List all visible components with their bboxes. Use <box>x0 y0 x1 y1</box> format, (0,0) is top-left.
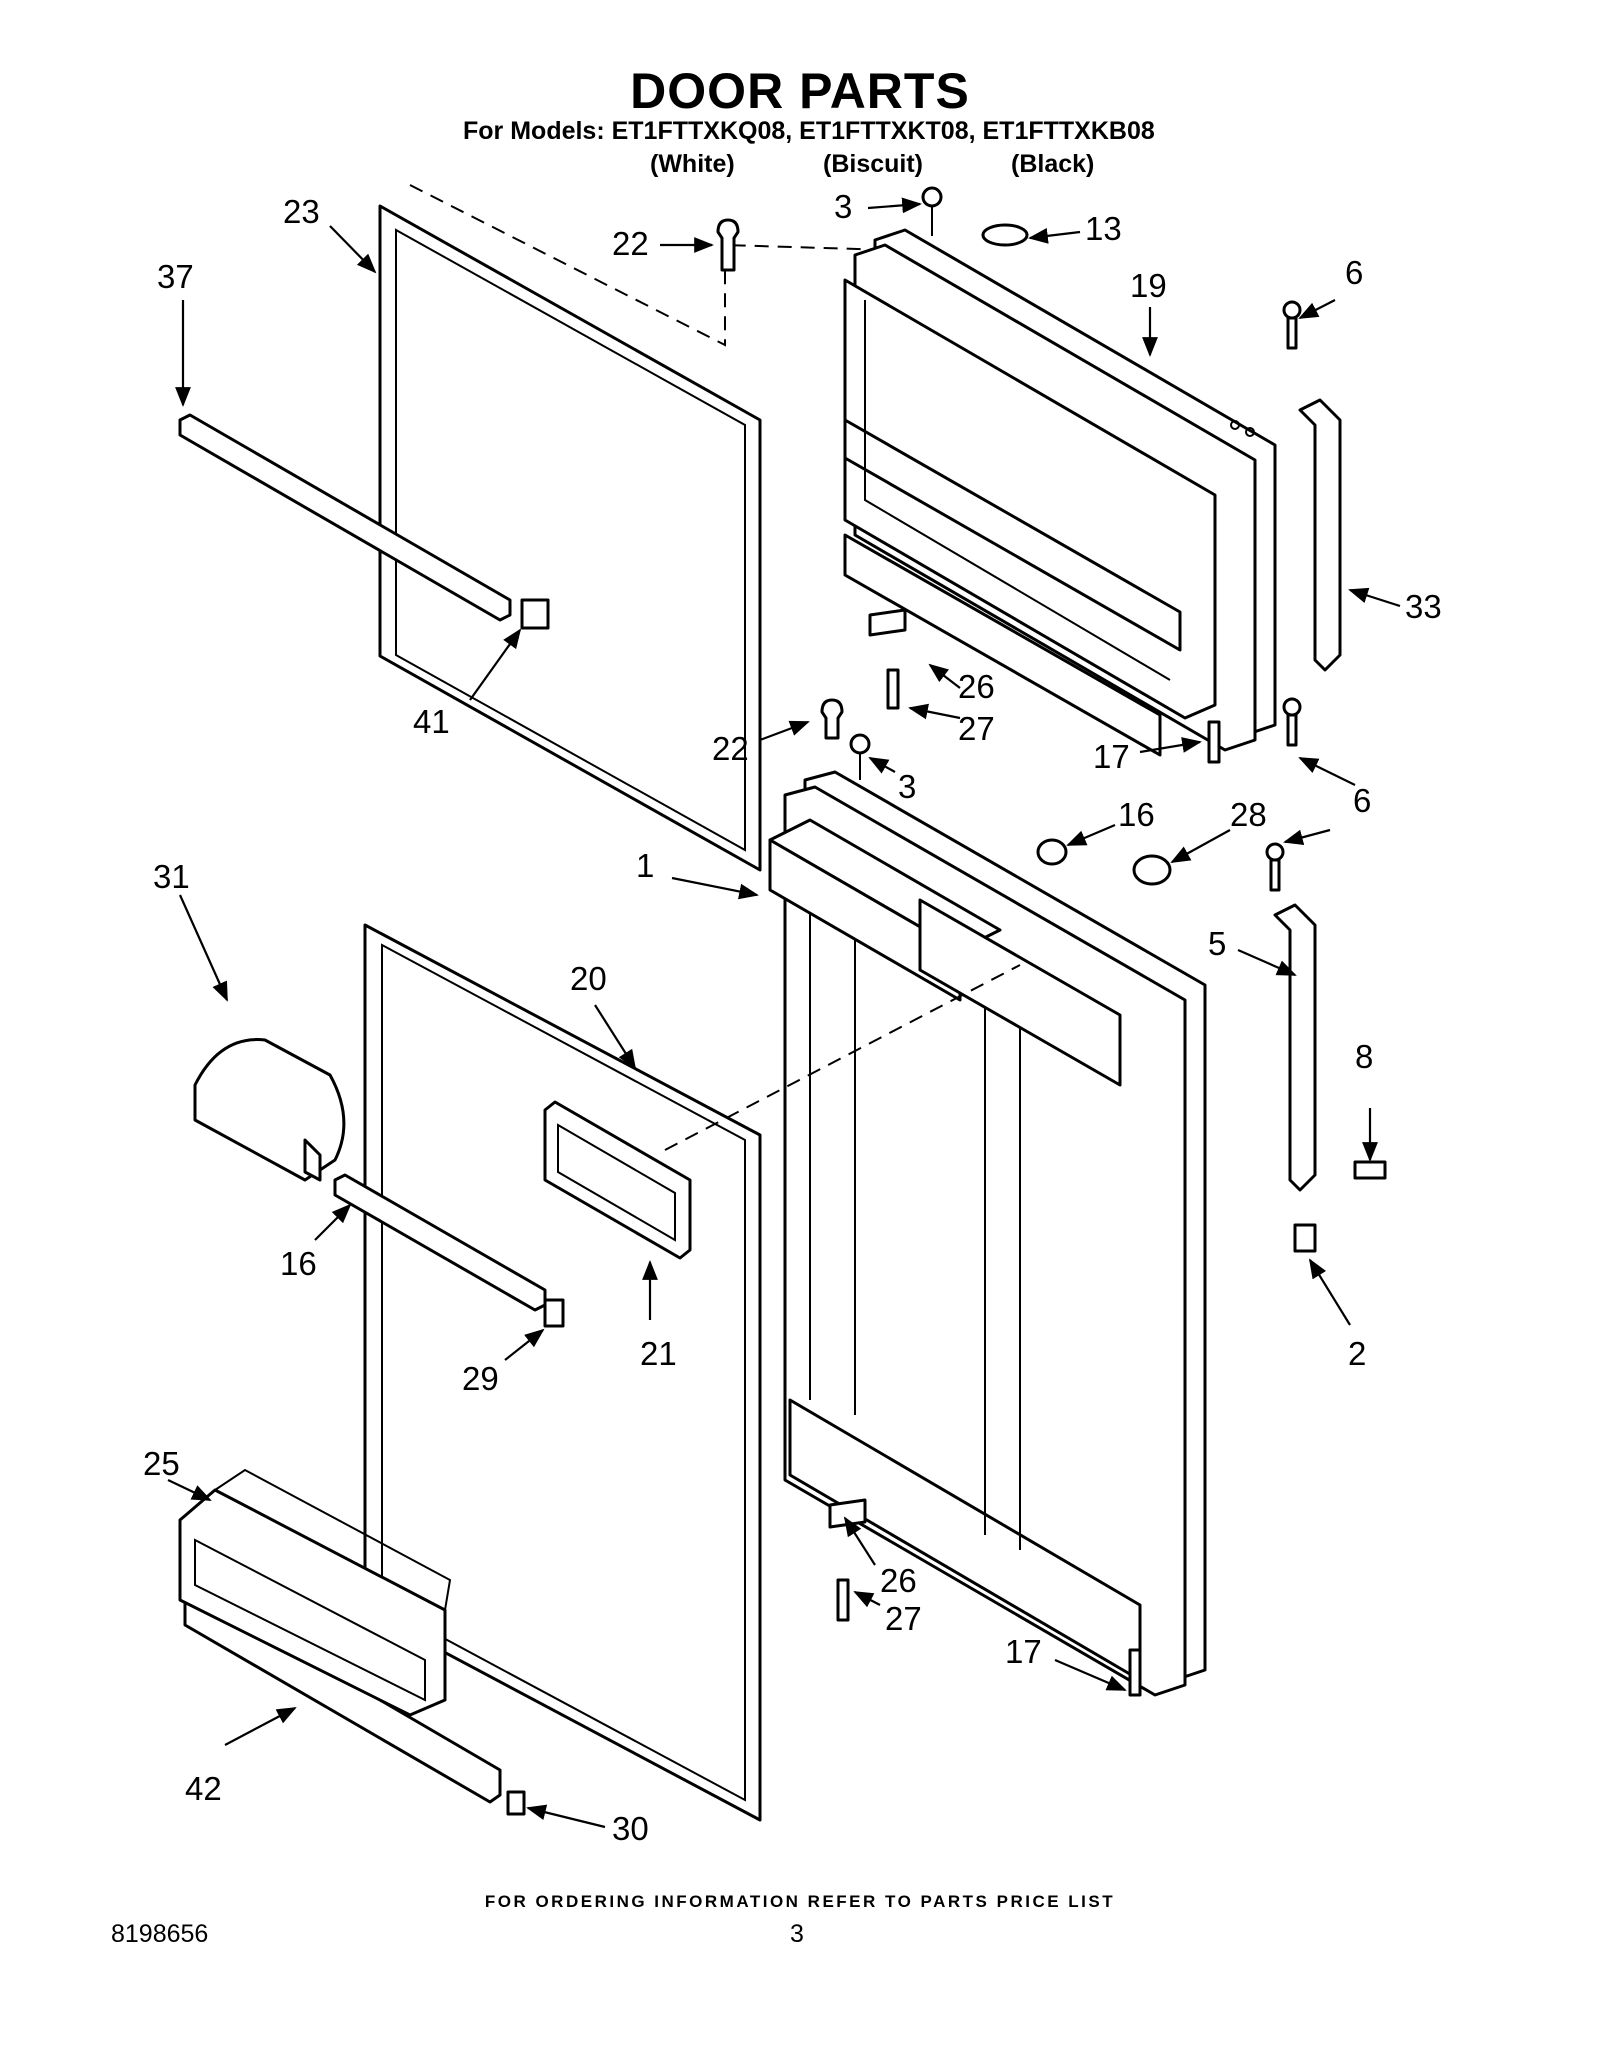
callout-21: 21 <box>640 1335 677 1372</box>
callout-20: 16 <box>1118 796 1155 833</box>
callout-6: 6 <box>1353 782 1371 819</box>
color-white: (White) <box>650 150 735 178</box>
freezer-door-liner <box>843 228 1277 757</box>
fresh-food-handle <box>1273 903 1317 1192</box>
callout-2: 2 <box>1348 1335 1366 1372</box>
models-line: For Models: ET1FTTXKQ08, ET1FTTXKT08, ET… <box>463 117 1155 145</box>
callout-3: 3 <box>898 768 916 805</box>
callout-25: 25 <box>143 1445 180 1482</box>
end-cap-30 <box>506 1790 526 1816</box>
callout-30: 30 <box>612 1810 649 1847</box>
page-title: DOOR PARTS <box>630 63 970 119</box>
callout-1: 1 <box>636 847 654 884</box>
callout-27: 27 <box>885 1600 922 1637</box>
color-black: (Black) <box>1011 150 1095 178</box>
callout-23: 23 <box>283 193 320 230</box>
callout-16: 16 <box>280 1245 317 1282</box>
trim-strip-37 <box>178 413 512 622</box>
callout-3: 3 <box>834 188 852 225</box>
callout-42: 42 <box>185 1770 222 1807</box>
callout-22: 22 <box>612 225 649 262</box>
callout-19: 19 <box>1130 267 1167 304</box>
callout-29: 29 <box>462 1360 499 1397</box>
callout-28: 28 <box>1230 796 1267 833</box>
dairy-door <box>193 1038 346 1182</box>
freezer-door-gasket <box>378 204 762 872</box>
callout-17: 17 <box>1005 1633 1042 1670</box>
end-cap-41 <box>520 598 550 630</box>
callout-26: 26 <box>958 668 995 705</box>
callout-33: 33 <box>1405 588 1442 625</box>
callout-6: 6 <box>1345 254 1363 291</box>
callout-27: 27 <box>958 710 995 747</box>
callout-5: 5 <box>1208 925 1226 962</box>
leader-lines <box>167 197 1401 1829</box>
callout-26: 26 <box>880 1562 917 1599</box>
butter-door <box>543 1100 692 1260</box>
fresh-food-door-liner <box>768 770 1207 1697</box>
callout-13: 13 <box>1085 210 1122 247</box>
callout-37: 37 <box>157 258 194 295</box>
callout-22: 22 <box>712 730 749 767</box>
door-shelf-bin <box>178 1468 452 1717</box>
color-biscuit: (Biscuit) <box>823 150 923 178</box>
freezer-handle <box>1298 398 1342 672</box>
document-number: 8198656 <box>111 1920 209 1948</box>
callout-9: 20 <box>570 960 607 997</box>
callout-31: 31 <box>153 858 190 895</box>
ordering-footer: FOR ORDERING INFORMATION REFER TO PARTS … <box>484 1892 1116 1911</box>
callout-17: 17 <box>1093 738 1130 775</box>
callout-labels: 23 37 22 3 13 19 6 33 41 26 27 22 3 17 6… <box>143 188 1442 1847</box>
page-number: 3 <box>790 1920 804 1948</box>
callout-41: 41 <box>413 703 450 740</box>
callout-8: 8 <box>1355 1038 1373 1075</box>
end-cap-29 <box>543 1298 565 1328</box>
